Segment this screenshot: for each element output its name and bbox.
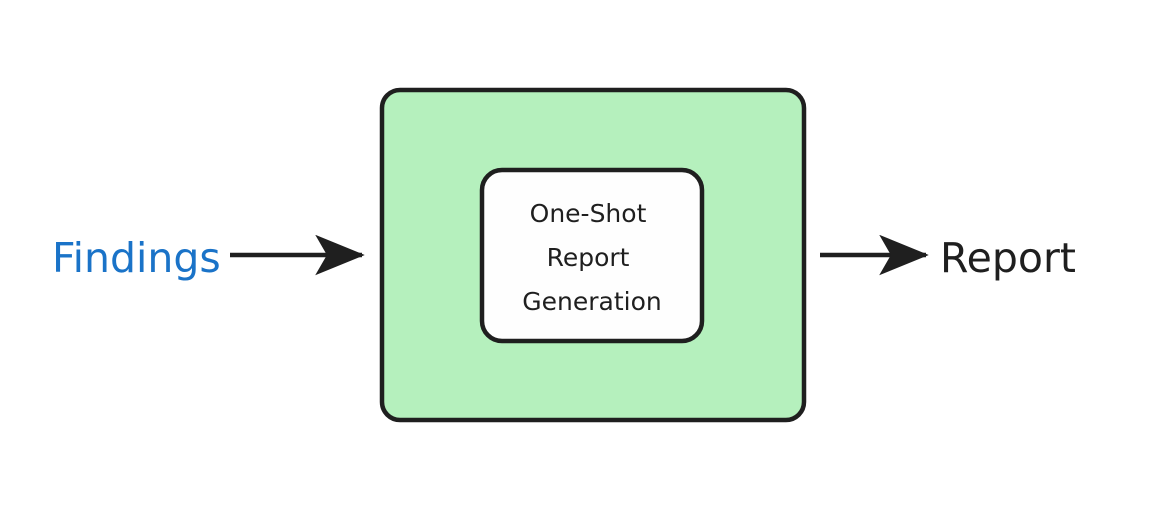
findings-label[interactable]: Findings (52, 234, 221, 282)
one-shot-report-generation-label-line-1: One-Shot (530, 199, 647, 228)
one-shot-report-generation-label-line-2: Report (547, 243, 630, 272)
report-label[interactable]: Report (940, 234, 1076, 282)
one-shot-report-generation-box[interactable] (479, 167, 705, 344)
one-shot-report-generation-label: One-Shot Report Generation (522, 199, 661, 316)
one-shot-report-generation-label-line-3: Generation (522, 287, 661, 316)
